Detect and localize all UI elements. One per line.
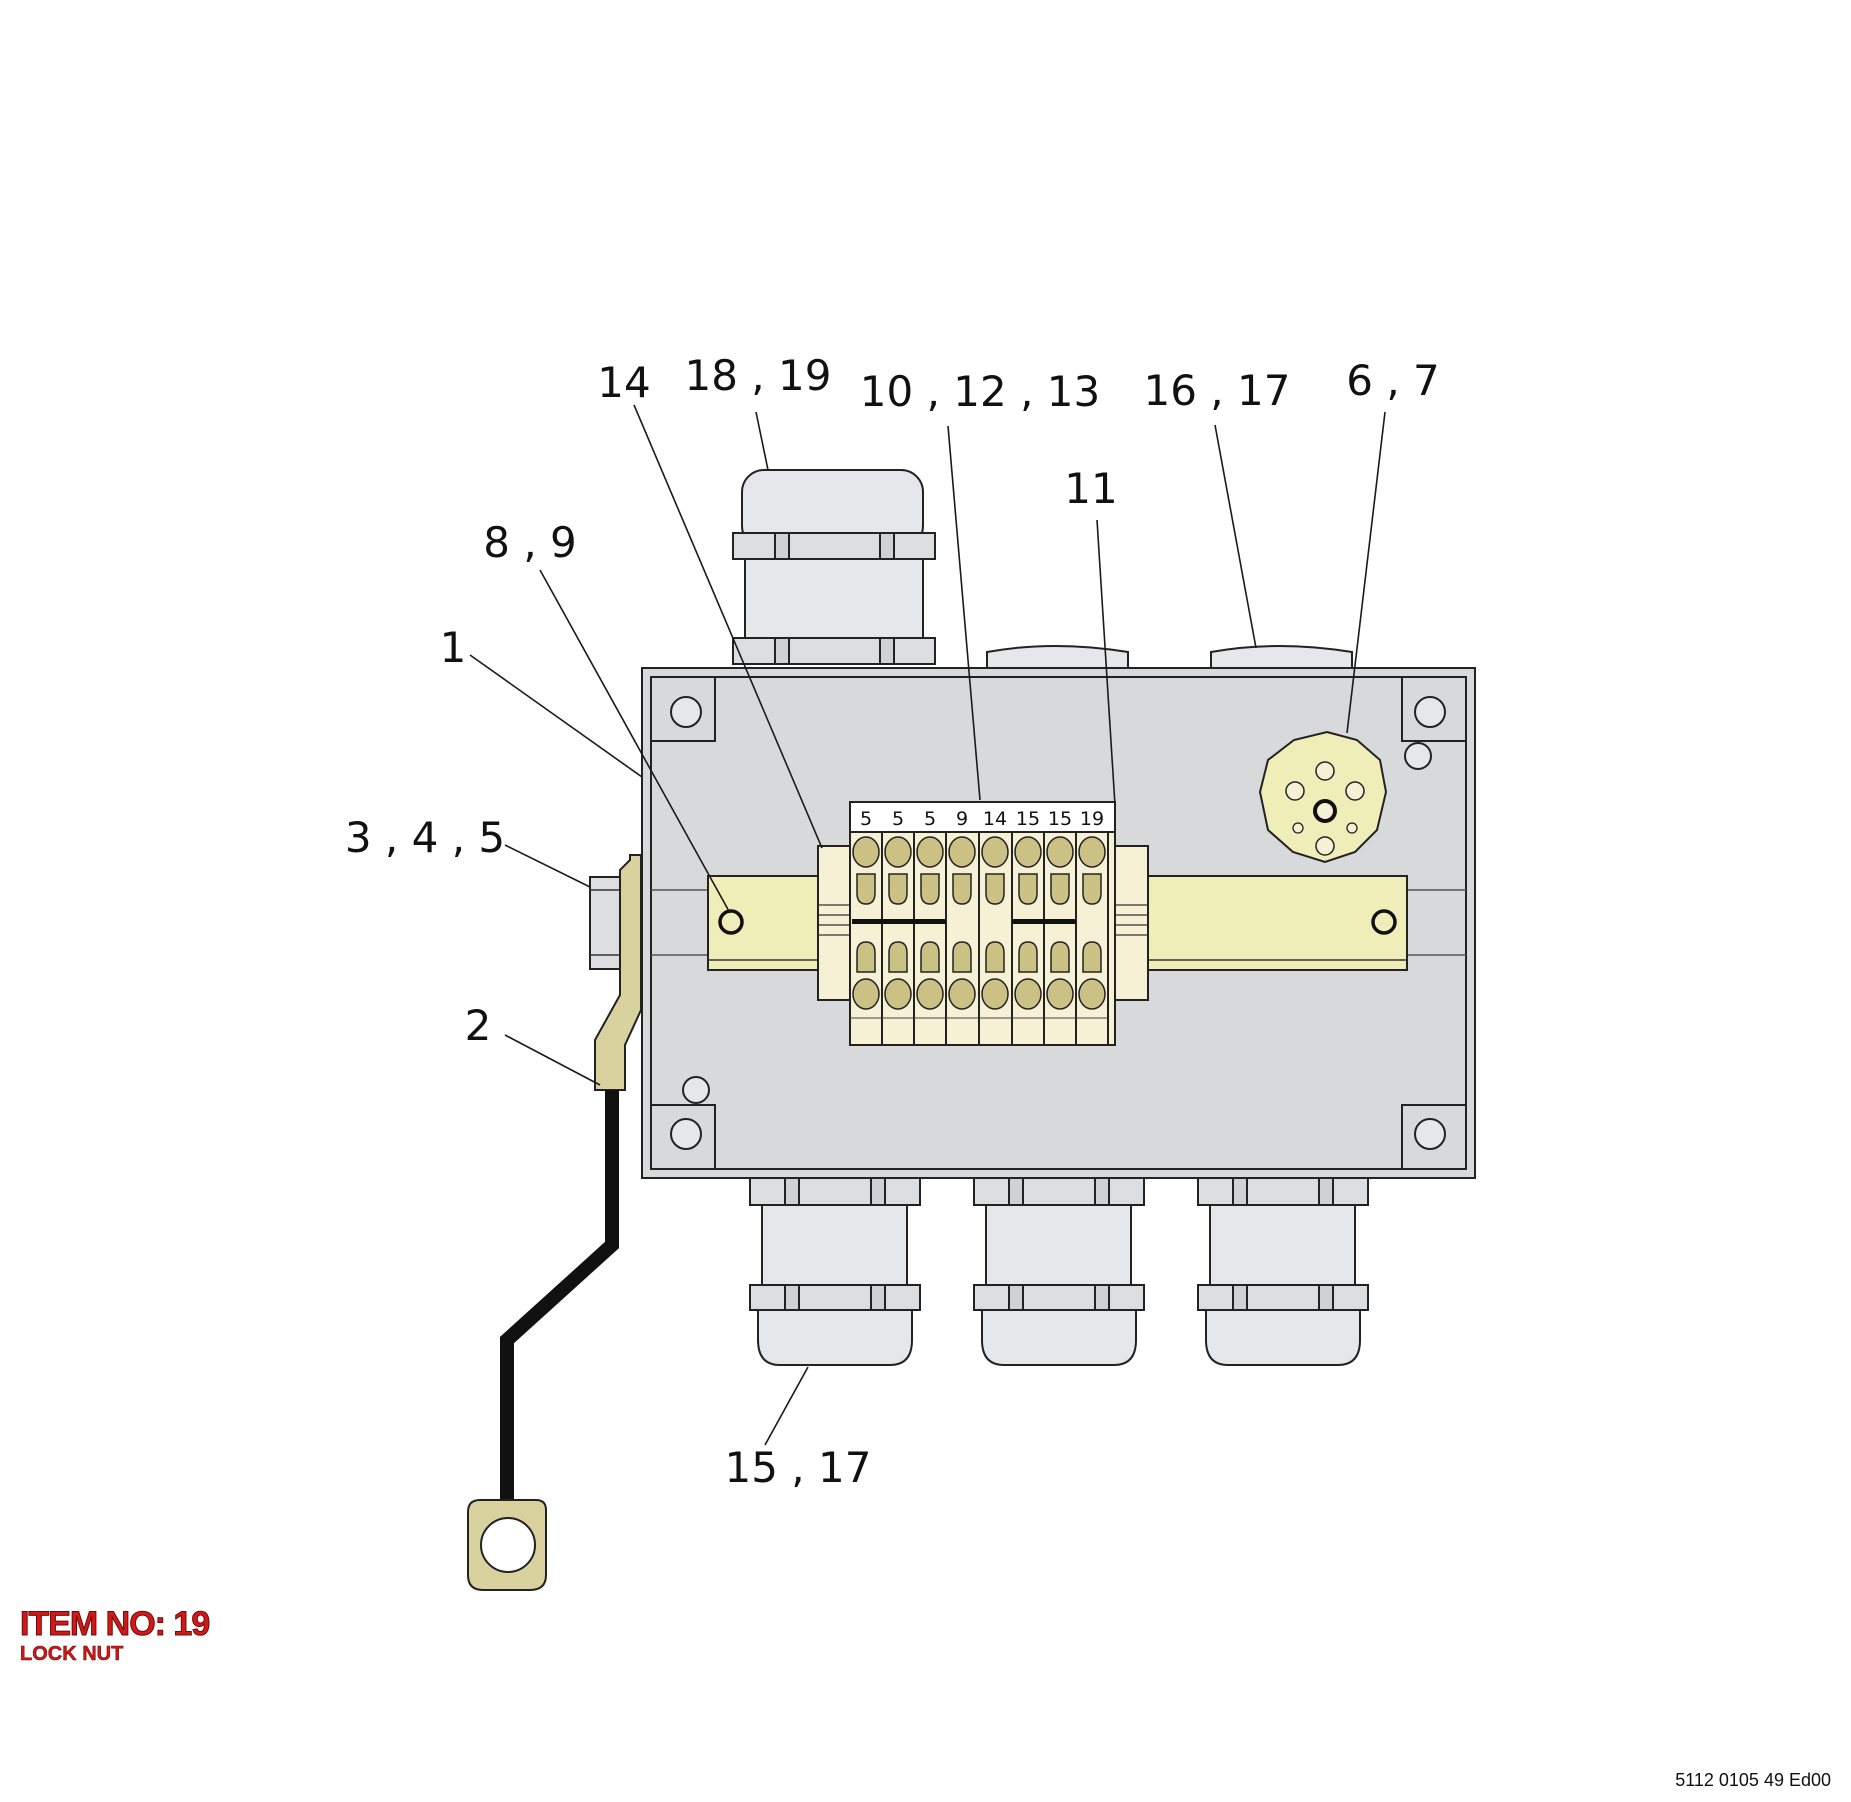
callout-8-9: 8 , 9 — [483, 518, 577, 567]
terminal-4: 9 — [945, 808, 980, 1046]
terminal-label-1: 5 — [860, 808, 872, 830]
terminal-8: 19 — [1075, 808, 1109, 1046]
end-stop-right — [1114, 845, 1149, 1001]
callout-16-17: 16 , 17 — [1144, 366, 1291, 415]
callout-3-4-5: 3 , 4 , 5 — [345, 813, 505, 862]
terminal-label-7: 15 — [1048, 808, 1072, 830]
terminal-block-strip: 5 5 5 9 — [849, 801, 1116, 1046]
terminal-label-5: 14 — [983, 808, 1007, 830]
callout-6-7: 6 , 7 — [1346, 356, 1440, 405]
callout-1: 1 — [440, 623, 467, 672]
jumper-bar-left — [852, 919, 946, 924]
callout-15-17: 15 , 17 — [725, 1443, 872, 1492]
terminal-2: 5 — [881, 808, 915, 1046]
item-number-title: ITEM NO: 19 — [19, 1605, 210, 1644]
top-blanking-plug-middle — [986, 645, 1129, 669]
terminal-label-8: 19 — [1080, 808, 1104, 830]
terminal-label-4: 9 — [956, 808, 968, 830]
terminal-label-6: 15 — [1016, 808, 1040, 830]
callout-2: 2 — [465, 1001, 492, 1050]
bottom-cable-gland-left — [749, 1174, 921, 1366]
earth-wire — [500, 1090, 619, 1500]
callout-18-19: 18 , 19 — [685, 351, 832, 400]
terminal-label-3: 5 — [924, 808, 936, 830]
jumper-bar-right — [1012, 919, 1076, 924]
terminal-1: 5 — [849, 808, 883, 1046]
bottom-cable-gland-right — [1197, 1174, 1369, 1366]
top-cable-gland — [732, 469, 936, 665]
breather-drain-plug — [1258, 730, 1388, 864]
terminal-6: 15 — [1011, 808, 1045, 1046]
item-description: LOCK NUT — [20, 1643, 124, 1666]
terminal-3: 5 — [913, 808, 947, 1046]
top-blanking-plug-right — [1210, 645, 1353, 669]
terminal-label-2: 5 — [892, 808, 904, 830]
terminal-7: 15 — [1043, 808, 1077, 1046]
callout-11: 11 — [1064, 464, 1117, 513]
end-stop-left — [817, 845, 852, 1001]
document-code: 5112 0105 49 Ed00 — [1675, 1770, 1831, 1790]
callout-14: 14 — [597, 358, 650, 407]
earth-ring-lug — [467, 1499, 547, 1591]
earth-bracket — [594, 854, 642, 1091]
bottom-cable-gland-middle — [973, 1174, 1145, 1366]
terminal-5: 14 — [978, 808, 1013, 1046]
item-caption: ITEM NO: 19 LOCK NUT — [19, 1605, 210, 1666]
leader-lines — [469, 404, 1386, 1446]
callout-10-12-13: 10 , 12 , 13 — [860, 367, 1100, 416]
